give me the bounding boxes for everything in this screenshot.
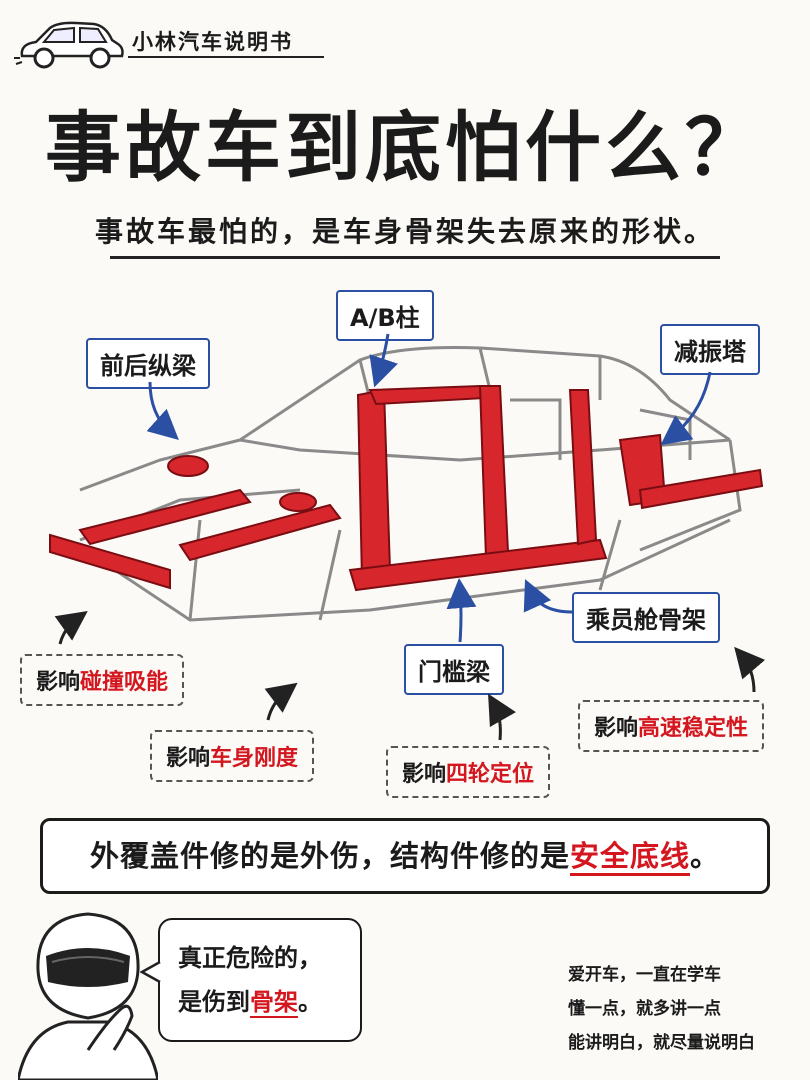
label-shock-tower: 减振塔 <box>660 324 760 375</box>
bubble-line-1: 真正危险的， <box>178 944 322 972</box>
page-subtitle: 事故车最怕的，是车身骨架失去原来的形状。 <box>94 215 715 248</box>
page-title: 事故车到底怕什么？ <box>45 103 765 192</box>
subtitle-underline <box>110 256 720 259</box>
label-door-sill: 门槛梁 <box>404 644 504 695</box>
car-frame-illustration <box>49 346 764 622</box>
effect-prefix: 影响 <box>166 746 211 771</box>
banner-text: 外覆盖件修的是外伤，结构件修的是 <box>89 839 570 873</box>
arrow-icon <box>734 646 766 693</box>
car-icon <box>14 21 124 69</box>
brand-underline <box>128 56 324 58</box>
effect-wheel-alignment: 影响四轮定位 <box>386 746 551 798</box>
helmet-character <box>18 912 158 1080</box>
effect-prefix: 影响 <box>594 716 639 741</box>
banner-end: 。 <box>690 839 721 873</box>
label-front-rear-rails: 前后纵梁 <box>86 338 210 389</box>
arrow-icon <box>369 333 398 388</box>
label-cabin-frame: 乘员舱骨架 <box>572 592 720 643</box>
label-ab-pillar: A/B柱 <box>336 290 434 341</box>
quote-line-3: 能讲明白，就尽量说明白 <box>568 1033 755 1053</box>
brand-header <box>14 14 334 74</box>
effect-key: 四轮定位 <box>446 762 535 787</box>
arrow-icon <box>146 381 179 441</box>
speech-bubble: 真正危险的， 是伤到骨架。 <box>158 918 362 1042</box>
quote-line-2: 懂一点，就多讲一点 <box>568 999 721 1019</box>
bubble-highlight: 骨架 <box>250 988 298 1018</box>
effect-prefix: 影响 <box>36 670 81 695</box>
banner-highlight: 安全底线 <box>569 839 690 876</box>
arrow-icon <box>523 579 573 614</box>
summary-banner: 外覆盖件修的是外伤，结构件修的是安全底线。 <box>40 818 770 894</box>
author-quote: 爱开车，一直在学车 懂一点，就多讲一点 能讲明白，就尽量说明白 <box>568 958 808 1060</box>
arrow-icon <box>488 693 516 741</box>
bubble-line-2: 是伤到骨架。 <box>178 988 322 1018</box>
effect-prefix: 影响 <box>402 762 447 787</box>
effect-key: 高速稳定性 <box>638 716 749 741</box>
effect-key: 碰撞吸能 <box>80 670 169 695</box>
arrow-icon <box>264 682 298 721</box>
brand-name: 小林汽车说明书 <box>132 30 293 54</box>
quote-line-1: 爱开车，一直在学车 <box>568 965 721 985</box>
arrow-icon <box>660 371 712 446</box>
effect-crash-absorption: 影响碰撞吸能 <box>20 654 185 706</box>
arrow-icon <box>54 611 88 645</box>
effect-key: 车身刚度 <box>210 746 299 771</box>
effect-body-rigidity: 影响车身刚度 <box>150 730 315 782</box>
arrow-icon <box>446 578 477 643</box>
bubble-tail <box>140 960 161 984</box>
effect-high-speed-stability: 影响高速稳定性 <box>578 700 765 752</box>
